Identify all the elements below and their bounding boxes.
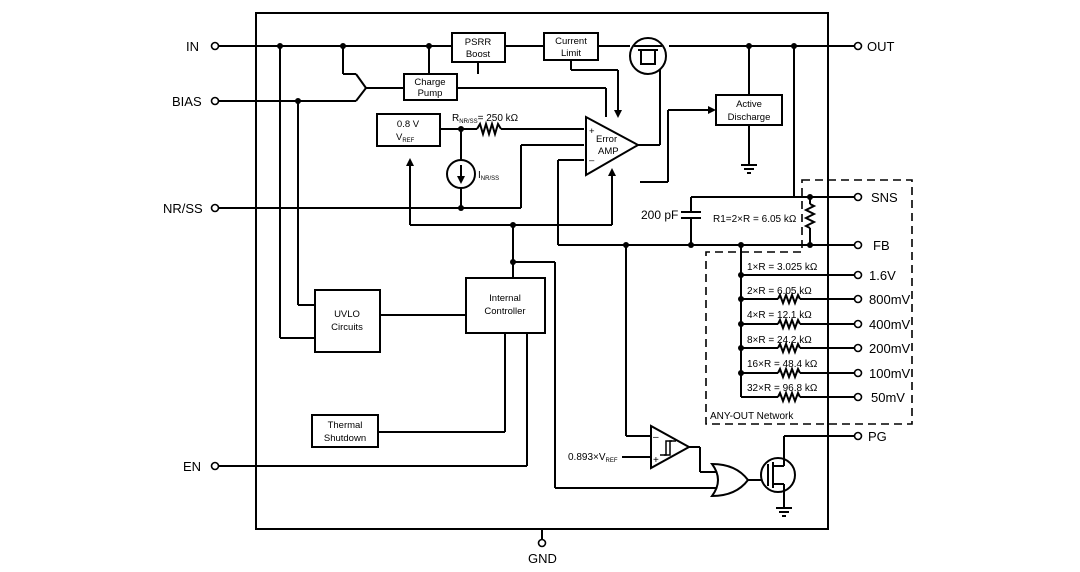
comparator-plus: +	[653, 455, 659, 466]
pin-bias-label: BIAS	[172, 94, 202, 109]
r-1x-label: 1×R = 3.025 kΩ	[747, 262, 818, 273]
pin-gnd-label: GND	[528, 551, 557, 566]
charge-pump-label-2: Pump	[418, 88, 443, 99]
r-2x-label: 2×R = 6.05 kΩ	[747, 286, 812, 297]
error-amp-minus: –	[589, 155, 595, 166]
psrr-boost-label-2: Boost	[466, 49, 491, 60]
pin-800mv-label: 800mV	[869, 292, 911, 307]
arrows	[406, 106, 716, 176]
vref-label-2: VREF	[396, 132, 415, 144]
pass-fet-icon	[629, 37, 667, 75]
uvlo-label-2: Circuits	[331, 322, 363, 333]
resistors	[476, 120, 817, 404]
pin-fb-label: FB	[873, 238, 890, 253]
psrr-boost-label-1: PSRR	[465, 37, 492, 48]
r-16x-label: 16×R = 48.4 kΩ	[747, 359, 818, 370]
any-out-network-box	[705, 179, 913, 425]
charge-pump-block	[403, 73, 458, 101]
pin-50mv-label: 50mV	[871, 390, 905, 405]
pin-1v6-label: 1.6V	[869, 268, 896, 283]
pin-nrss-label: NR/SS	[163, 201, 203, 216]
current-limit-label-2: Limit	[561, 48, 581, 59]
active-discharge-label-1: Active	[736, 99, 762, 110]
thermal-shutdown-label-2: Shutdown	[324, 433, 366, 444]
internal-controller-block	[465, 277, 546, 334]
r-4x-label: 4×R = 12.1 kΩ	[747, 310, 812, 321]
current-limit-block	[543, 32, 599, 61]
pin-400mv-label: 400mV	[869, 317, 911, 332]
pin-in-label: IN	[186, 39, 199, 54]
charge-pump-label-1: Charge	[414, 77, 445, 88]
junction-dots	[277, 43, 813, 376]
pin-100mv-label: 100mV	[869, 366, 911, 381]
active-discharge-label-2: Discharge	[728, 112, 771, 123]
any-out-network-label: ANY-OUT Network	[710, 411, 794, 422]
vref-label-1: 0.8 V	[397, 119, 420, 130]
pin-200mv-label: 200mV	[869, 341, 911, 356]
rnr-label: RNR/SS= 250 kΩ	[452, 113, 519, 125]
internal-controller-label-2: Controller	[484, 306, 525, 317]
r1-label: R1=2×R = 6.05 kΩ	[713, 214, 797, 225]
pin-out-label: OUT	[867, 39, 895, 54]
pin-sns-label: SNS	[871, 190, 898, 205]
current-source-icon	[446, 159, 476, 189]
internal-controller-label-1: Internal	[489, 293, 521, 304]
thermal-shutdown-label-1: Thermal	[328, 420, 363, 431]
uvlo-label-1: UVLO	[334, 309, 360, 320]
r-32x-label: 32×R = 96.8 kΩ	[747, 383, 818, 394]
error-amp-plus: +	[589, 126, 595, 137]
pin-markers	[210, 41, 863, 548]
r-8x-label: 8×R = 24.2 kΩ	[747, 335, 812, 346]
uvlo-block	[314, 289, 381, 353]
current-limit-label-1: Current	[555, 36, 587, 47]
pg-comparator	[650, 424, 692, 470]
active-discharge-block	[715, 94, 783, 126]
pg-fet-icon	[760, 457, 796, 493]
error-amp	[585, 115, 641, 177]
thermal-shutdown-block	[311, 414, 379, 448]
error-amp-label-1: Error	[596, 134, 617, 145]
pg-ref-label: 0.893×VREF	[568, 452, 618, 464]
inr-label: INR/SS	[478, 170, 499, 182]
pin-en-label: EN	[183, 459, 201, 474]
vref-block	[376, 113, 441, 147]
or-gate	[710, 462, 750, 498]
error-amp-label-2: AMP	[598, 146, 619, 157]
pin-pg-label: PG	[868, 429, 887, 444]
chip-outline	[255, 12, 829, 530]
psrr-boost-block	[451, 32, 506, 63]
cap-label: 200 pF	[641, 208, 678, 222]
comparator-minus: –	[653, 432, 659, 443]
